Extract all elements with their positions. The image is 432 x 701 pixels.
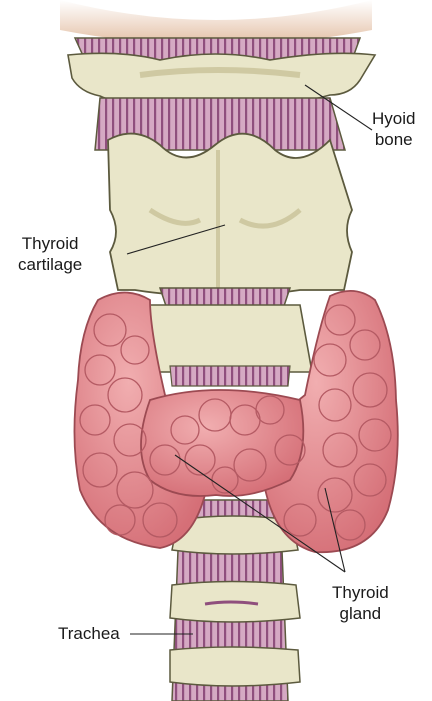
- label-hyoid-line1: Hyoid: [372, 108, 415, 129]
- label-trachea-line1: Trachea: [58, 623, 120, 644]
- label-hyoid-line2: bone: [372, 129, 415, 150]
- label-cartilage-line2: cartilage: [18, 254, 82, 275]
- thyroid-cartilage: [108, 134, 352, 296]
- label-thyroid-gland: Thyroid gland: [332, 582, 389, 624]
- label-cartilage-line1: Thyroid: [18, 233, 82, 254]
- label-gland-line1: Thyroid: [332, 582, 389, 603]
- isthmus: [141, 390, 303, 496]
- label-hyoid-bone: Hyoid bone: [372, 108, 415, 150]
- label-gland-line2: gland: [332, 603, 389, 624]
- label-thyroid-cartilage: Thyroid cartilage: [18, 233, 82, 275]
- cricoid-cartilage: [148, 305, 312, 372]
- label-trachea: Trachea: [58, 623, 120, 644]
